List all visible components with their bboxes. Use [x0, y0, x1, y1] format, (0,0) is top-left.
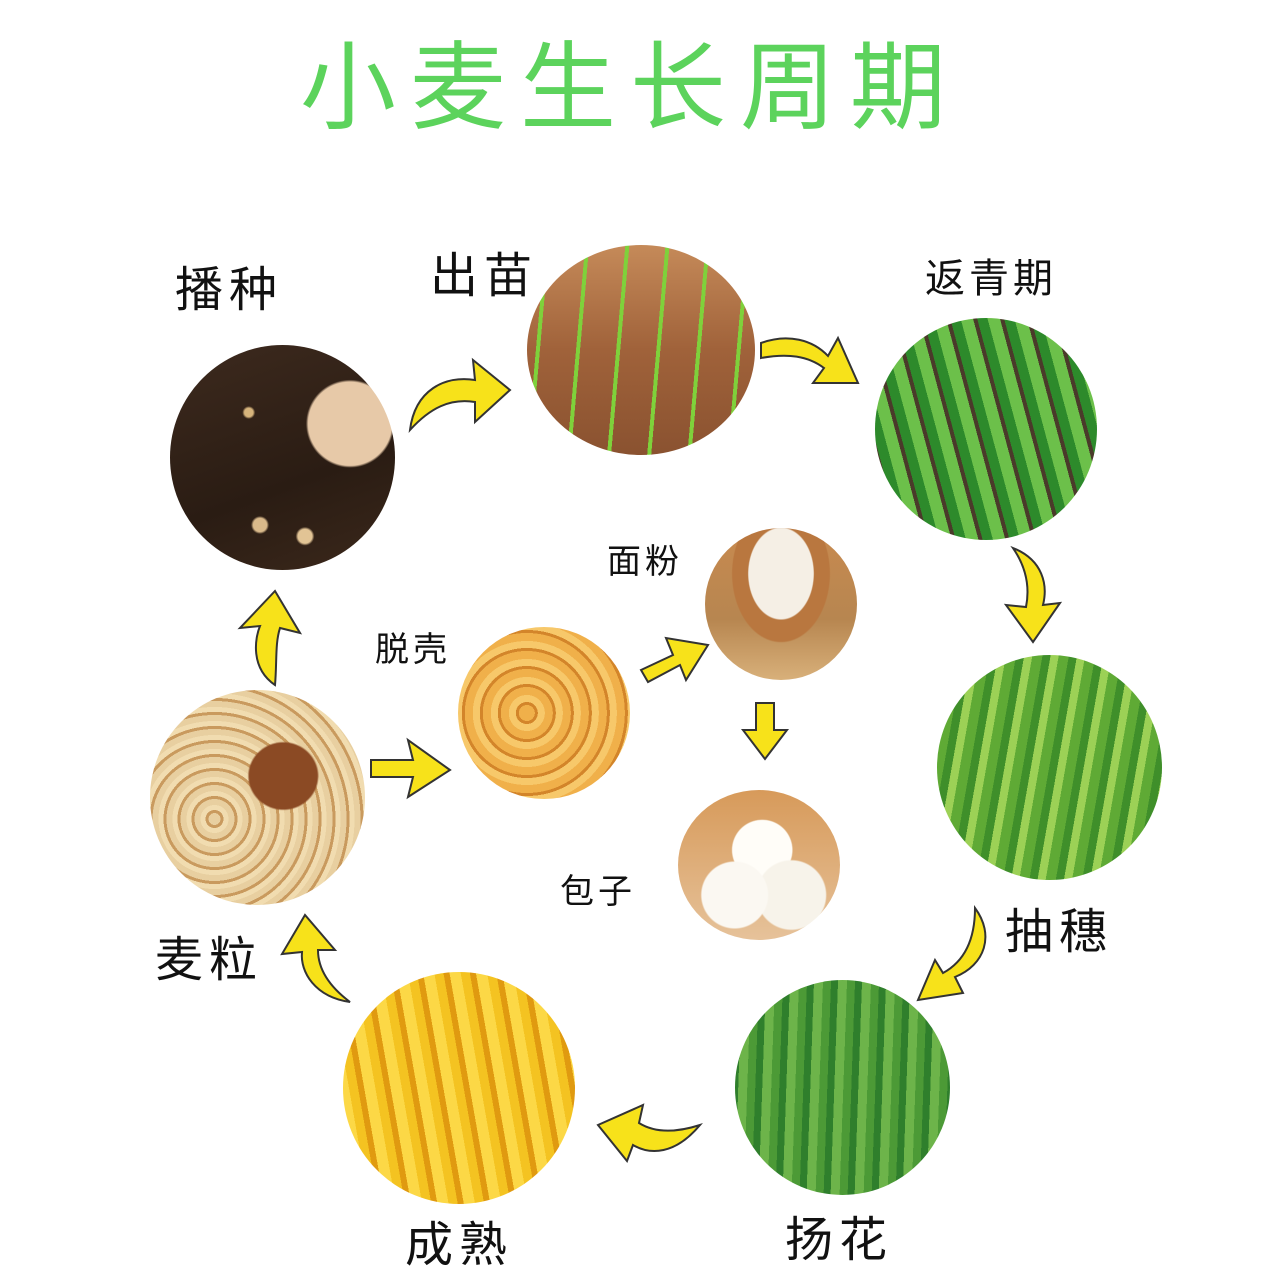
flour-image: [705, 528, 857, 680]
label-bun: 包子: [560, 872, 636, 912]
arrow-emergence-to-regreening-icon: [760, 335, 860, 384]
dehulled-wheat-image: [458, 627, 630, 799]
maturity-image: [343, 972, 575, 1204]
arrow-regreening-to-heading-icon: [1003, 545, 1063, 644]
label-heading: 抽穗: [1005, 904, 1114, 960]
arrow-grain-to-sowing-icon: [237, 589, 303, 687]
label-emergence: 出苗: [430, 248, 539, 304]
flowering-image: [735, 980, 950, 1195]
arrow-dehulling-to-flour-icon: [639, 636, 710, 684]
arrow-grain-to-dehulling-icon: [370, 737, 452, 800]
emergence-image: [527, 245, 755, 455]
label-flowering: 扬花: [785, 1212, 894, 1268]
label-maturity: 成熟: [405, 1217, 514, 1273]
grain-image: [150, 690, 365, 905]
heading-image: [937, 655, 1162, 880]
sowing-image: [170, 345, 395, 570]
label-regreening: 返青期: [925, 256, 1057, 302]
arrow-maturity-to-grain-icon: [280, 913, 351, 1003]
arrow-flour-to-bun-icon: [740, 702, 790, 761]
label-dehulling: 脱壳: [375, 630, 451, 670]
arrow-heading-to-flowering-icon: [916, 905, 987, 1002]
bun-image: [678, 790, 840, 940]
label-sowing: 播种: [175, 262, 284, 318]
page-title: 小麦生长周期: [300, 32, 960, 144]
regreening-image: [875, 318, 1097, 540]
label-flour: 面粉: [607, 542, 683, 582]
label-grain: 麦粒: [155, 932, 264, 988]
arrow-flowering-to-maturity-icon: [596, 1103, 703, 1163]
arrow-sowing-to-emergence-icon: [408, 357, 512, 434]
